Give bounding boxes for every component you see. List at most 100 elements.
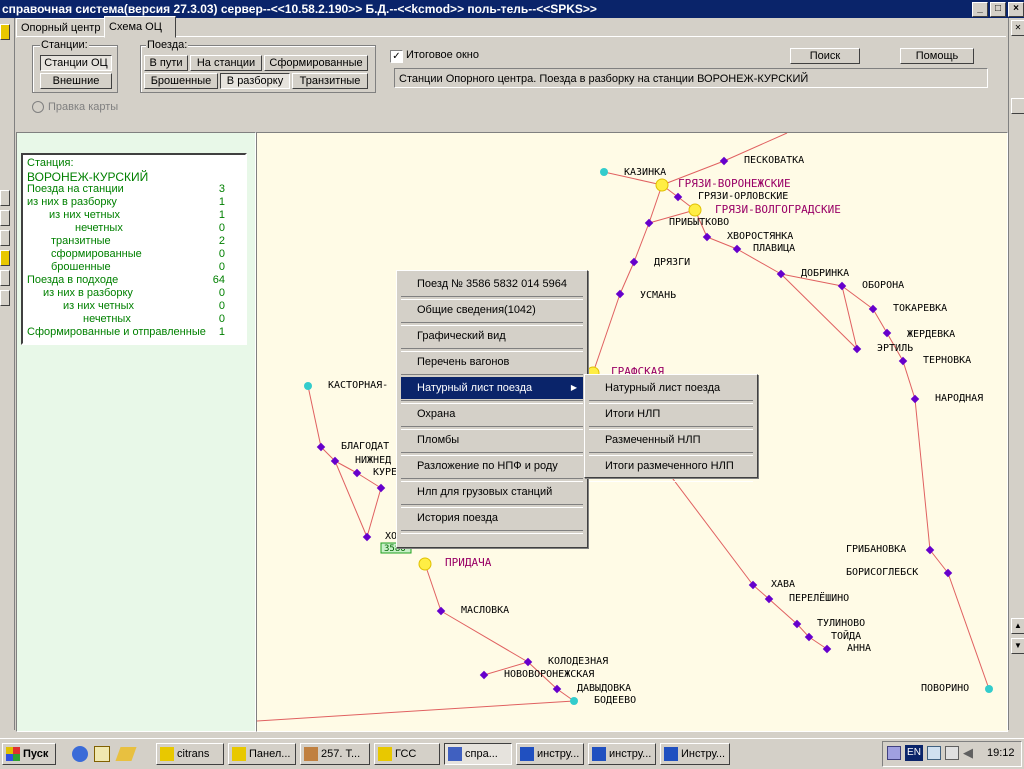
edge-button[interactable]: [0, 290, 10, 306]
scroll-up-icon[interactable]: ▲: [1011, 618, 1024, 634]
station-label[interactable]: ПЕСКОВАТКА: [744, 155, 804, 166]
station-label[interactable]: ГРЯЗИ-ОРЛОВСКИЕ: [698, 191, 788, 202]
station-label[interactable]: КАЗИНКА: [624, 167, 666, 178]
terminal-station-node[interactable]: [570, 697, 578, 705]
hub-station-node[interactable]: [688, 203, 702, 217]
station-node[interactable]: [702, 232, 712, 242]
menu-graphic-view[interactable]: Графический вид: [401, 325, 583, 347]
internet-explorer-icon[interactable]: [72, 746, 88, 762]
taskbar-item[interactable]: инстру...: [516, 743, 584, 765]
close-button[interactable]: ×: [1008, 2, 1024, 17]
pen-icon[interactable]: [115, 747, 137, 761]
search-button[interactable]: Поиск: [790, 48, 860, 64]
language-indicator[interactable]: EN: [905, 745, 923, 761]
station-node[interactable]: [376, 483, 386, 493]
station-node[interactable]: [352, 468, 362, 478]
hub-station-node[interactable]: [655, 178, 669, 192]
station-label[interactable]: ПЛАВИЦА: [753, 243, 795, 254]
station-label[interactable]: ТЕРНОВКА: [923, 355, 971, 366]
station-node[interactable]: [316, 442, 326, 452]
taskbar-item[interactable]: Панел...: [228, 743, 296, 765]
menu-guard[interactable]: Охрана: [401, 403, 583, 425]
submenu-marked-nlp[interactable]: Размеченный НЛП: [605, 434, 701, 446]
station-label[interactable]: ДАВЫДОВКА: [577, 683, 631, 694]
network-icon[interactable]: [887, 746, 901, 760]
station-label[interactable]: НОВОВОРОНЕЖСКАЯ: [504, 669, 594, 680]
station-label[interactable]: КУРЕ: [373, 467, 397, 478]
station-node[interactable]: [852, 344, 862, 354]
close-child-icon[interactable]: ✕: [1011, 20, 1024, 36]
menu-train-number[interactable]: Поезд № 3586 5832 014 5964: [401, 273, 583, 295]
terminal-station-node[interactable]: [985, 685, 993, 693]
menu-wagon-list[interactable]: Перечень вагонов: [401, 351, 583, 373]
station-label[interactable]: УСМАНЬ: [640, 290, 676, 301]
submenu-consist-list[interactable]: Натурный лист поезда: [605, 382, 721, 394]
station-label[interactable]: ПРИБЫТКОВО: [669, 217, 729, 228]
station-label[interactable]: ТОКАРЕВКА: [893, 303, 947, 314]
station-node[interactable]: [910, 394, 920, 404]
taskbar-item[interactable]: Инстру...: [660, 743, 730, 765]
summary-window-checkbox[interactable]: ✓: [390, 50, 403, 63]
station-label[interactable]: ЖЕРДЕВКА: [907, 329, 955, 340]
taskbar-item[interactable]: citrans: [156, 743, 224, 765]
station-node[interactable]: [943, 568, 953, 578]
station-label[interactable]: ТУЛИНОВО: [817, 618, 865, 629]
station-label[interactable]: БОДЕЕВО: [594, 695, 636, 706]
transit-button[interactable]: Транзитные: [292, 73, 368, 89]
train-tag-label[interactable]: 3586: [384, 544, 406, 554]
edge-button[interactable]: [0, 270, 10, 286]
station-label[interactable]: МАСЛОВКА: [461, 605, 509, 616]
hub-station-label[interactable]: ПРИДАЧА: [445, 556, 492, 569]
station-label[interactable]: КАСТОРНАЯ-: [328, 380, 388, 391]
station-label[interactable]: ОБОРОНА: [862, 280, 904, 291]
station-label[interactable]: ХАВА: [771, 579, 795, 590]
submenu-nlp-totals[interactable]: Итоги НЛП: [605, 408, 661, 420]
to-disassembly-button[interactable]: В разборку: [220, 73, 290, 89]
railway-map[interactable]: КАЗИНКАПЕСКОВАТКАГРЯЗИ-ВОРОНЕЖСКИЕГРЯЗИ-…: [257, 133, 1007, 731]
speaker-icon[interactable]: ◀: [963, 745, 973, 760]
station-node[interactable]: [898, 356, 908, 366]
desktop-icon[interactable]: [94, 746, 110, 762]
station-label[interactable]: ПЕРЕЛЁШИНО: [789, 591, 849, 604]
edge-button[interactable]: [0, 210, 10, 226]
right-scroll-strip[interactable]: ✕ ▲ ▼: [1008, 18, 1024, 730]
edit-map-radio[interactable]: [32, 101, 44, 113]
menu-train-history[interactable]: История поезда: [401, 507, 583, 529]
station-label[interactable]: ЭРТИЛЬ: [877, 343, 913, 354]
hub-station-label[interactable]: ГРЯЗИ-ВОЛГОГРАДСКИЕ: [715, 203, 841, 216]
station-node[interactable]: [822, 644, 832, 654]
scroll-thumb[interactable]: [1011, 98, 1024, 114]
minimize-button[interactable]: _: [972, 2, 988, 17]
scroll-down-icon[interactable]: ▼: [1011, 638, 1024, 654]
station-node[interactable]: [330, 456, 340, 466]
station-node[interactable]: [882, 328, 892, 338]
station-label[interactable]: БЛАГОДАТ: [341, 441, 389, 452]
tab-reference-center[interactable]: Опорный центр: [16, 18, 108, 38]
taskbar-item[interactable]: спра...: [444, 743, 512, 765]
menu-consist-list[interactable]: Натурный лист поезда▶: [401, 377, 583, 399]
maximize-button[interactable]: □: [990, 2, 1006, 17]
tray-app-icon[interactable]: [945, 746, 959, 760]
taskbar-item[interactable]: 257. Т...: [300, 743, 370, 765]
station-node[interactable]: [615, 289, 625, 299]
station-label[interactable]: НАРОДНАЯ: [935, 393, 983, 404]
station-label[interactable]: ПОВОРИНО: [921, 683, 969, 694]
station-label[interactable]: АННА: [847, 643, 871, 654]
taskbar-item[interactable]: инстру...: [588, 743, 656, 765]
hub-station-node[interactable]: [418, 557, 432, 571]
menu-npf-breakdown[interactable]: Разложение по НПФ и роду: [401, 455, 583, 477]
station-label[interactable]: ХВОРОСТЯНКА: [727, 231, 793, 242]
oc-stations-button[interactable]: Станции ОЦ: [40, 55, 112, 71]
station-label[interactable]: БОРИСОГЛЕБСК: [846, 567, 918, 578]
submenu-marked-nlp-totals[interactable]: Итоги размеченного НЛП: [605, 460, 734, 472]
menu-nlp-freight[interactable]: Нлп для грузовых станций: [401, 481, 583, 503]
terminal-station-node[interactable]: [600, 168, 608, 176]
station-node[interactable]: [837, 281, 847, 291]
station-node[interactable]: [732, 244, 742, 254]
station-node[interactable]: [436, 606, 446, 616]
start-button[interactable]: Пуск: [2, 743, 56, 765]
station-label[interactable]: ДОБРИНКА: [801, 268, 849, 279]
edge-button[interactable]: [0, 250, 10, 266]
station-node[interactable]: [629, 257, 639, 267]
terminal-station-node[interactable]: [304, 382, 312, 390]
